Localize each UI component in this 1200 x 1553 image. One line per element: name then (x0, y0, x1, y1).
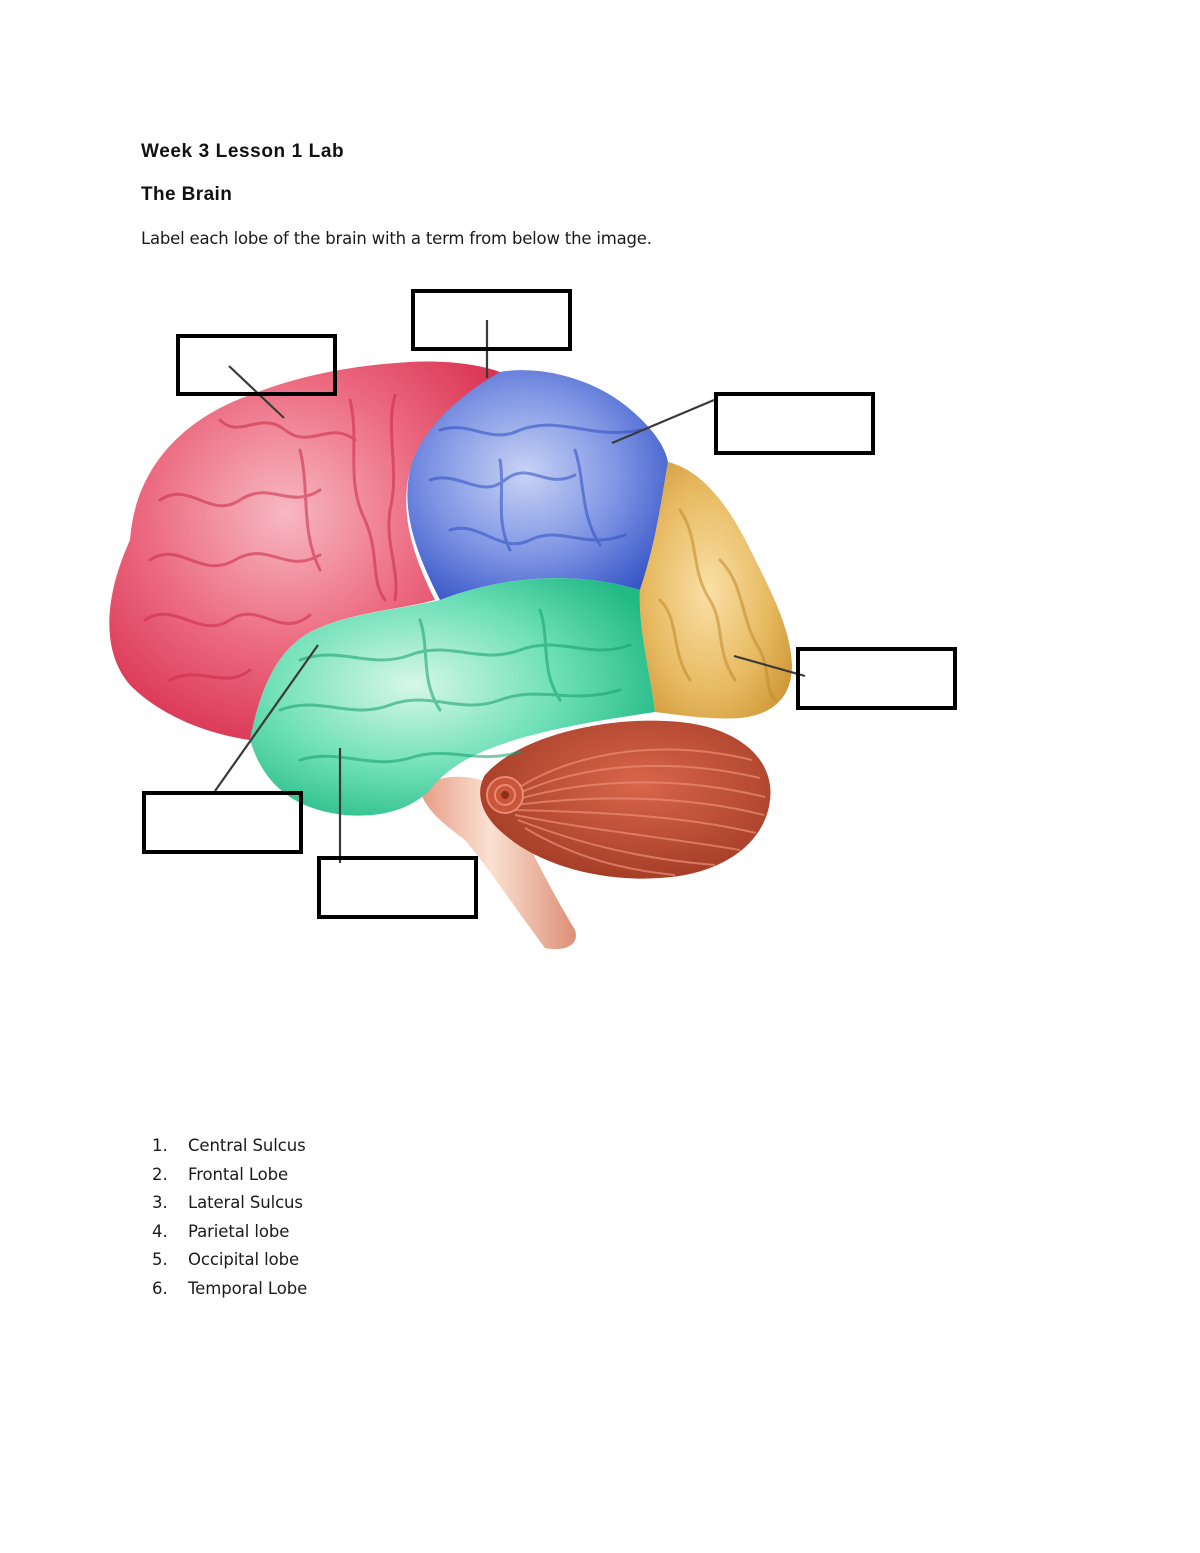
term-label: Frontal Lobe (188, 1164, 289, 1184)
list-number: 2. (152, 1164, 168, 1184)
label-box-2[interactable] (411, 289, 572, 351)
cerebellum (480, 720, 771, 879)
list-number: 1. (152, 1136, 168, 1155)
term-label: Temporal Lobe (188, 1278, 308, 1298)
brainstem (420, 776, 576, 950)
list-number: 4. (152, 1221, 168, 1241)
frontal-lobe (109, 361, 501, 740)
page-title: Week 3 Lesson 1 Lab (141, 141, 345, 162)
term-label: Parietal lobe (188, 1221, 290, 1241)
list-number: 5. (152, 1250, 168, 1270)
parietal-lobe (407, 370, 668, 600)
occipital-lobe (639, 462, 792, 719)
leader-line-4 (733, 654, 806, 678)
temporal-lobe (250, 578, 655, 816)
label-box-1[interactable] (176, 334, 337, 396)
label-box-4[interactable] (796, 647, 957, 710)
label-box-3[interactable] (714, 392, 875, 455)
brain-diagram (109, 289, 957, 950)
leader-line-5 (214, 644, 319, 792)
label-box-6[interactable] (317, 856, 478, 919)
term-label: Central Sulcus (188, 1136, 306, 1155)
section-heading: The Brain (141, 184, 233, 205)
list-number: 3. (152, 1193, 168, 1213)
term-label: Lateral Sulcus (188, 1193, 303, 1213)
label-box-5[interactable] (142, 791, 303, 854)
term-label: Occipital lobe (188, 1250, 300, 1270)
instruction-text: Label each lobe of the brain with a term… (141, 229, 652, 248)
leader-line-3 (611, 398, 715, 445)
list-number: 6. (152, 1278, 168, 1298)
